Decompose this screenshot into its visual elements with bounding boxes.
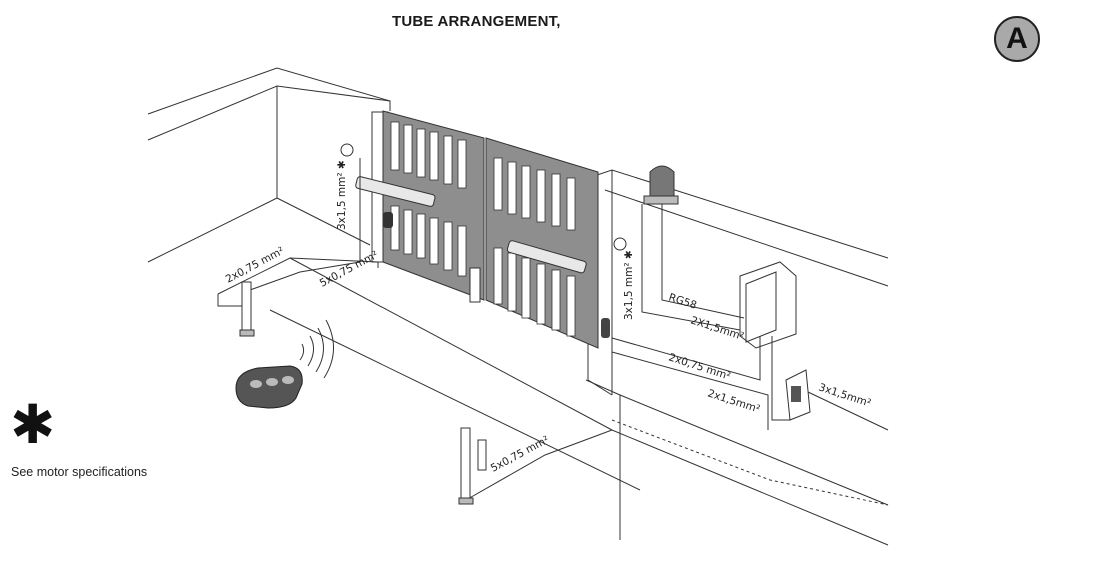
photocell-column-icon (239, 281, 487, 505)
switch-box-icon (785, 369, 811, 421)
footnote-symbol: ✱ (10, 393, 56, 456)
label-left-photocell: 2x0,75 mm² (224, 245, 286, 286)
cable-runs (611, 204, 889, 431)
label-antenna: RG58 (667, 291, 698, 311)
right-gate-leaf (485, 137, 599, 349)
ground-lines (217, 257, 889, 546)
left-motor-icon (340, 143, 436, 228)
left-gate-leaf (382, 110, 485, 301)
flashing-lamp-icon (643, 165, 679, 205)
label-supply-box: 2x1,5mm² (706, 387, 761, 415)
signal-waves-icon (299, 319, 335, 379)
label-left-motor: 3x1,5 mm² ✱ (336, 160, 348, 230)
control-box-icon (739, 261, 797, 349)
left-wall (147, 67, 391, 263)
remote-control-icon (235, 365, 303, 409)
diagram-badge: A (994, 16, 1040, 62)
label-photocell-right: 2x0,75 mm² (667, 351, 732, 382)
label-lamp: 2X1,5mm² (689, 314, 745, 342)
label-left-ground: 5x0,75 mm² (318, 249, 380, 290)
label-mains: 3x1,5mm² (817, 381, 872, 409)
footnote-cropped-line (11, 480, 201, 484)
right-motor-icon (469, 237, 627, 338)
label-right-motor: 3x1,5 mm² ✱ (623, 250, 635, 320)
left-cable-runs (249, 158, 361, 291)
page-title: TUBE ARRANGEMENT, (392, 13, 561, 30)
footnote-text: See motor specifications (11, 465, 148, 479)
label-front-photocell: 5x0,75 mm² (489, 434, 551, 475)
